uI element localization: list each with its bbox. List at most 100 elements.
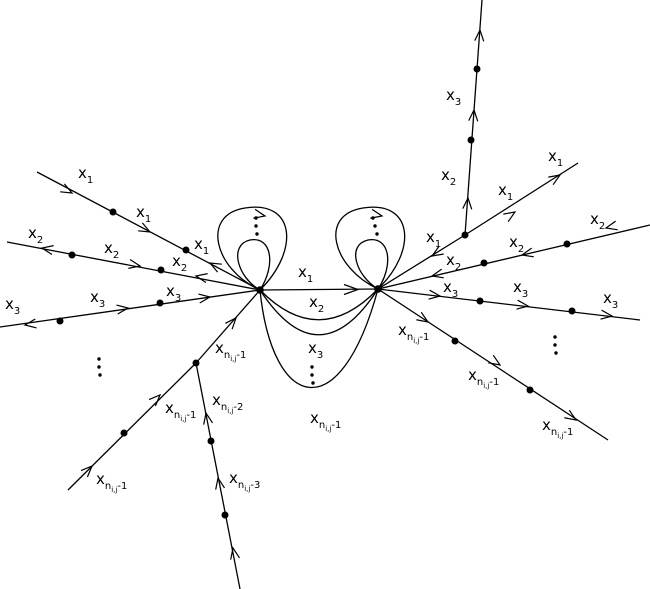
label-xn-minus-3: xni,j-3	[229, 469, 260, 493]
label-xn-minus-1: xni,j-1	[165, 399, 196, 423]
arrowhead	[40, 245, 54, 255]
edge-right-lower	[377, 288, 609, 441]
label-x2: x2	[590, 210, 605, 232]
label-xn-minus-1: xni,j-1	[215, 339, 246, 363]
arrowhead	[604, 220, 618, 231]
arrowhead	[516, 299, 530, 310]
label-x1: x1	[548, 147, 563, 169]
arrowhead	[23, 318, 37, 329]
arc-1	[259, 288, 379, 321]
ellipsis-dot	[553, 343, 557, 347]
vertex	[480, 259, 488, 267]
arrowhead	[116, 304, 130, 315]
label-x1: x1	[298, 263, 313, 285]
arc-2	[259, 288, 379, 336]
arrowhead	[343, 283, 360, 296]
arrowhead	[416, 311, 430, 323]
arrowhead	[488, 354, 502, 366]
arrowhead	[520, 247, 534, 258]
arrowhead	[503, 211, 517, 223]
curves	[217, 206, 406, 389]
arrowhead	[194, 273, 208, 283]
ellipsis-dot	[254, 216, 258, 220]
arrowhead	[203, 411, 214, 425]
vertex	[68, 251, 76, 259]
vertex	[192, 359, 200, 367]
label-xn-minus-2: xni,j-2	[212, 391, 243, 415]
arrowhead	[548, 174, 562, 186]
vertex	[182, 246, 190, 254]
label-x3: x3	[5, 295, 20, 317]
loop-right-inner	[355, 239, 389, 290]
ellipsis-dot	[375, 232, 379, 236]
ellipsis-dot	[255, 232, 259, 236]
arrowhead	[474, 28, 485, 42]
arrowhead	[462, 196, 473, 210]
label-x3: x3	[308, 339, 323, 361]
loop-right-outer	[335, 206, 406, 290]
vertex-left-hub	[256, 286, 264, 294]
ellipsis-dot	[97, 365, 101, 369]
label-x3: x3	[513, 278, 528, 300]
vertex	[156, 299, 164, 307]
label-x2: x2	[446, 251, 461, 273]
arrowhead	[148, 393, 162, 407]
label-x1: x1	[78, 164, 93, 186]
vertex	[109, 208, 117, 216]
label-xn-minus-1: xni,j-1	[310, 409, 341, 433]
arrowhead	[564, 409, 578, 421]
arrowhead	[430, 268, 444, 279]
loop-left-inner	[237, 239, 271, 291]
vertex	[451, 337, 459, 345]
vertex	[476, 297, 484, 305]
arrowhead	[215, 476, 226, 490]
arrowhead	[198, 293, 212, 304]
edge-left-lower-a	[67, 362, 197, 491]
label-xn-minus-1: xni,j-1	[398, 321, 429, 345]
vertex	[221, 511, 229, 519]
label-x1: x1	[136, 203, 151, 225]
label-x2: x2	[104, 239, 119, 261]
ellipsis-dot	[553, 335, 557, 339]
arrowheads	[23, 28, 618, 560]
ellipsis-dot	[311, 381, 315, 385]
edge-right-ray-2	[377, 224, 650, 290]
vertex	[120, 429, 128, 437]
edge-right-top-up	[464, 0, 483, 236]
arrowhead	[428, 289, 442, 300]
ellipsis-dot	[254, 224, 258, 228]
vertices	[56, 65, 576, 519]
vertex-right-hub	[374, 285, 382, 293]
arrowhead	[600, 309, 614, 320]
label-x2: x2	[441, 166, 456, 188]
ellipsis-dot	[98, 373, 102, 377]
loop-left-outer	[217, 206, 288, 291]
vertex	[56, 317, 64, 325]
vertex	[473, 65, 481, 73]
ellipsis-dot	[97, 357, 101, 361]
edge-left-ray-2	[6, 241, 261, 291]
arrowhead	[138, 222, 152, 233]
ellipsis-dot	[371, 216, 375, 220]
arrowhead	[128, 259, 142, 269]
arrowhead	[225, 316, 238, 330]
label-x2: x2	[509, 233, 524, 255]
label-xn-minus-1: xni,j-1	[96, 470, 127, 494]
ellipsis-dot	[554, 351, 558, 355]
edge-right-top	[377, 234, 466, 290]
label-x1: x1	[498, 181, 513, 203]
arrowhead	[468, 108, 479, 122]
label-x3: x3	[603, 289, 618, 311]
arrowhead	[430, 246, 444, 257]
label-x1: x1	[426, 228, 441, 250]
edge-center	[259, 288, 379, 291]
label-x3: x3	[166, 282, 181, 304]
edge-left-lower	[195, 289, 261, 364]
ellipsis-marks	[97, 216, 558, 385]
arrowhead	[230, 546, 241, 560]
arrowhead	[60, 183, 74, 194]
vertex	[461, 231, 469, 239]
label-xn-minus-1: xni,j-1	[542, 416, 573, 440]
